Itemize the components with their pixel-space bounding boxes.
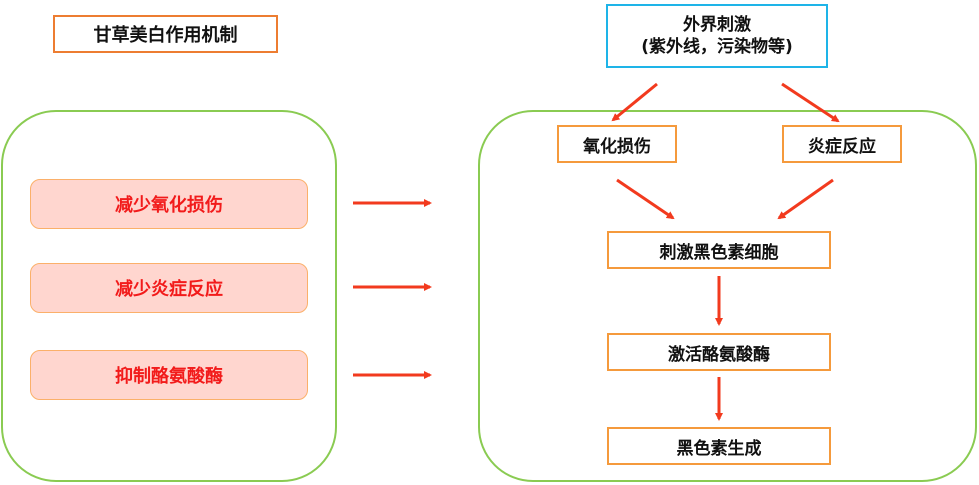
melanin-pathway-panel [478, 110, 977, 482]
external-stimulus-box: 外界刺激 (紫外线，污染物等) [606, 4, 828, 68]
node-activate-tyrosinase: 激活酪氨酸酶 [607, 333, 831, 371]
node-stimulate-melanocytes: 刺激黑色素细胞 [607, 231, 831, 269]
node-oxidative-damage: 氧化损伤 [557, 125, 677, 163]
arrow-inflammation-to-melanocytes [777, 178, 834, 220]
diagram-title: 甘草美白作用机制 [53, 15, 278, 53]
node-melanin-generation: 黑色素生成 [607, 427, 831, 465]
arrow-stimulus-to-oxidative [611, 82, 658, 122]
effect-inhibit-tyrosinase: 抑制酪氨酸酶 [30, 350, 308, 400]
arrow-stimulus-to-inflammation [781, 82, 840, 123]
stimulus-title: 外界刺激 [683, 15, 751, 35]
stimulus-examples: (紫外线，污染物等) [641, 37, 793, 57]
arrow-oxidative-to-melanocytes [616, 178, 675, 220]
node-inflammation: 炎症反应 [782, 125, 902, 163]
effect-reduce-oxidative-damage: 减少氧化损伤 [30, 179, 308, 229]
effect-reduce-inflammation: 减少炎症反应 [30, 263, 308, 313]
